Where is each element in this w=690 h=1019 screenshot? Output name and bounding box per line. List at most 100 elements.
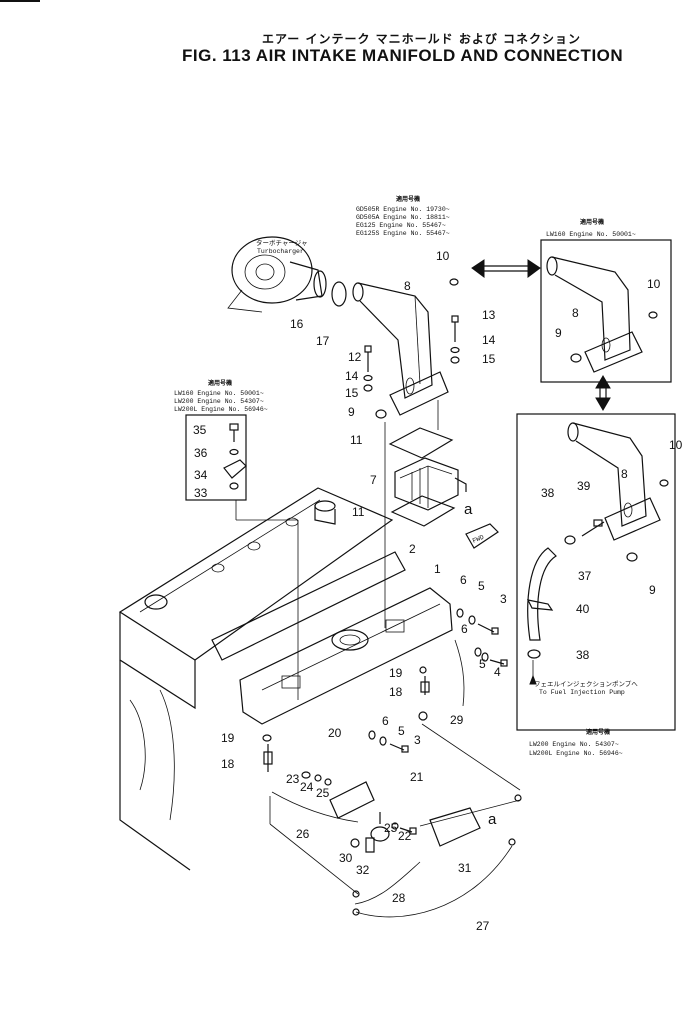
washer-5b [481,652,489,662]
callout-10: 10 [669,438,683,452]
title-japanese: エアー インテーク マニホールド および コネクション [262,32,581,46]
bolt-3b [389,743,409,753]
svg-text:FWD: FWD [471,534,485,545]
svg-text:LW200 Engine No. 54307~: LW200 Engine No. 54307~ [174,398,264,405]
intake-heater [394,457,467,511]
terminal-end-b [352,908,360,916]
callout-labels: 1081314151214159161711711353634338109108… [193,249,683,933]
callout-3: 3 [500,592,507,606]
svg-text:LW160 Engine No. 50001~: LW160 Engine No. 50001~ [546,231,636,238]
callout-11: 11 [352,505,365,519]
callout-10: 10 [436,249,450,263]
washer-14b [363,374,373,382]
guide-line-bottom-right [421,723,521,791]
note-left: 適用号機 LW160 Engine No. 50001~ LW200 Engin… [174,379,268,413]
svg-text:GD505R Engine No. 19730~: GD505R Engine No. 19730~ [356,206,450,213]
callout-5: 5 [398,724,405,738]
plug-9a [375,409,387,419]
connection-mark-a-lower: a [488,811,497,828]
washer-19a [419,666,427,674]
callout-14: 14 [482,333,496,347]
pipe-37 [527,547,557,641]
callout-19: 19 [221,731,235,745]
turbocharger-label-jp: ターボチャージャ [256,238,307,247]
washer-36 [229,448,239,456]
gasket-lower [390,495,456,527]
callout-2: 2 [409,542,416,556]
callout-9: 9 [555,326,562,340]
wire-26 [271,791,359,823]
callout-25: 25 [316,786,330,800]
callout-12: 12 [348,350,362,364]
wire-27 [355,845,513,918]
terminal-end-a [352,890,360,898]
washer-14a [450,346,460,354]
callout-14: 14 [345,369,359,383]
callout-15: 15 [482,352,496,366]
callout-8: 8 [404,279,411,293]
hose-clamp [331,281,347,307]
callout-31: 31 [458,861,472,875]
bolt-3a [477,623,499,635]
guide-line-bottom-diag [269,823,359,895]
terminal-32 [365,837,375,853]
plug-10b [648,311,658,319]
svg-text:LW160 Engine No. 50001~: LW160 Engine No. 50001~ [174,390,264,397]
callout-10: 10 [647,277,661,291]
callout-8: 8 [621,467,628,481]
turbocharger-label-en: Turbocharger [257,248,304,255]
callout-17: 17 [316,334,330,348]
callout-9: 9 [348,405,355,419]
relay-21 [370,812,390,842]
svg-text:適用号機: 適用号機 [396,195,420,203]
callout-9: 9 [649,583,656,597]
wire-28 [354,861,421,905]
note-top-right: 適用号機 LW160 Engine No. 50001~ [546,218,636,238]
plug-9c [626,552,638,562]
svg-text:EG125S Engine No. 55467~: EG125S Engine No. 55467~ [356,230,450,237]
callout-18: 18 [221,757,235,771]
inset-elbow-bottom-right [567,422,661,541]
callout-7: 7 [370,473,377,487]
callout-4: 4 [494,665,501,679]
callout-37: 37 [578,569,592,583]
washer-15b [363,384,373,392]
washer-15a [450,356,460,364]
callout-24: 24 [300,780,314,794]
clamp-40 [526,599,554,611]
connector-38a [564,535,576,545]
double-arrow-horizontal [471,259,541,278]
washer-25a [324,778,332,786]
fuel-pump-label-jp: フェエルインジェクションポンプへ [534,680,638,688]
corner-rule [0,0,40,2]
svg-text:LW200 Engine No. 54307~: LW200 Engine No. 54307~ [529,741,619,748]
callout-6: 6 [460,573,467,587]
washer-6c [368,730,376,740]
washer-5a [468,615,476,625]
note-top-center: 適用号機 GD505R Engine No. 19730~ GD505A Eng… [356,195,450,237]
turbocharger [227,236,327,313]
callout-20: 20 [328,726,342,740]
bolt-22 [399,827,417,835]
inset-elbow-top-right [546,256,643,373]
callout-26: 26 [296,827,310,841]
svg-text:LW200L Engine No. 56946~: LW200L Engine No. 56946~ [174,406,268,413]
inset-box-left [185,414,247,501]
svg-text:適用号機: 適用号機 [580,218,604,226]
callout-6: 6 [461,622,468,636]
callout-36: 36 [194,446,208,460]
plug-10c [659,479,669,487]
fwd-arrow: FWD [465,523,499,549]
fitting-39 [581,519,605,537]
callout-23: 23 [286,772,300,786]
plug-10a [449,278,459,286]
svg-text:GD505A Engine No. 18811~: GD505A Engine No. 18811~ [356,214,450,221]
callout-8: 8 [572,306,579,320]
terminal-end-c [514,794,522,802]
callout-5: 5 [479,657,486,671]
washer-25b [391,822,399,830]
callout-3: 3 [414,733,421,747]
svg-text:適用号機: 適用号機 [208,379,232,387]
callout-30: 30 [339,851,353,865]
